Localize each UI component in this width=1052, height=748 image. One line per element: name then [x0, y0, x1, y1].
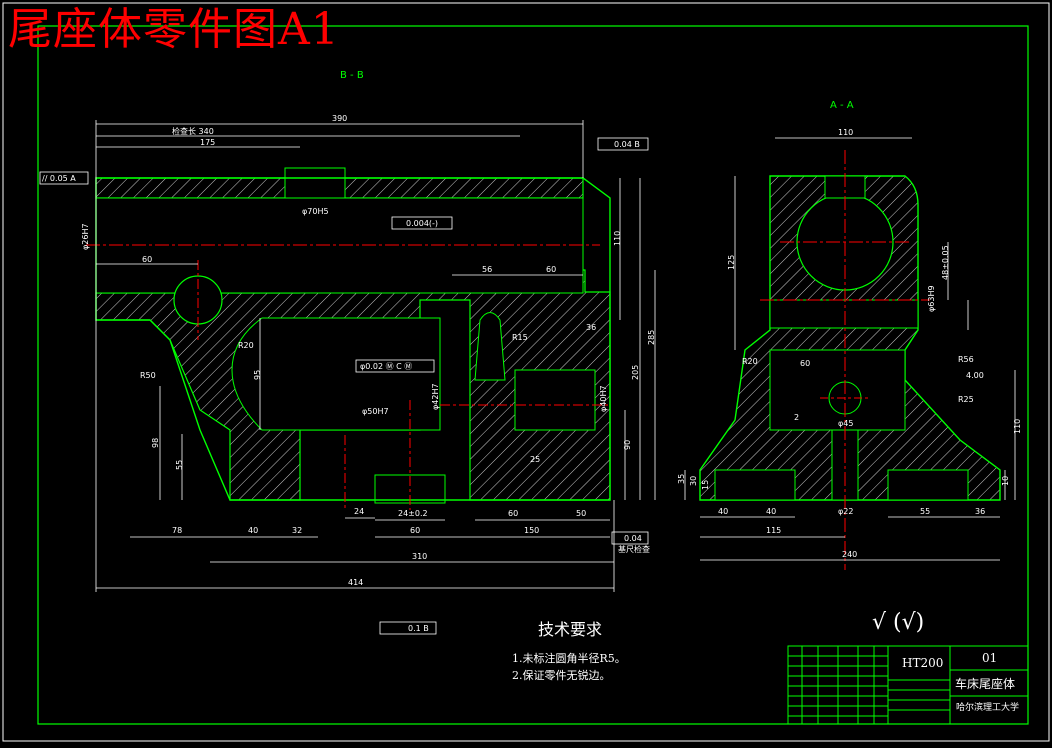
top-boss [284, 167, 346, 199]
title-block-number: 01 [982, 651, 998, 665]
aa-dim-36: 36 [975, 507, 985, 516]
requirement-item-1: 1.未标注圆角半径R5。 [512, 652, 626, 665]
roughness-note: √ (√) [872, 610, 925, 635]
dim-78: 78 [172, 526, 182, 535]
dim-50: 50 [576, 509, 586, 518]
datum-note: 基尺检查 [618, 544, 650, 554]
aa-dim-2: 2 [794, 413, 799, 422]
tol-perp: 0.004(-) [406, 219, 438, 228]
dim-98: 98 [151, 438, 160, 448]
aa-dim-15: 15 [701, 480, 710, 490]
aa-dim-240: 240 [842, 550, 857, 559]
tol-pos: φ0.02 Ⓜ C Ⓜ [360, 362, 412, 371]
aa-dim-125: 125 [727, 255, 736, 270]
dim-60: 60 [142, 255, 152, 264]
inner-frame [37, 25, 1029, 725]
aa-dim-40b: 40 [766, 507, 776, 516]
dim-25: 25 [530, 455, 540, 464]
tol-b: 0.1 B [408, 624, 429, 633]
title-block-part-name: 车床尾座体 [955, 677, 1016, 691]
dim-60c: 60 [410, 526, 420, 535]
dim-310: 310 [412, 552, 427, 561]
drawing-title: 尾座体零件图A1 [8, 4, 340, 55]
aa-dim-35: 35 [677, 474, 686, 484]
dimension-lines-bb [95, 120, 656, 592]
dim-285: 285 [647, 330, 656, 345]
dim-90: 90 [623, 440, 632, 450]
aa-dim-115: 115 [766, 526, 781, 535]
title-block [787, 645, 1029, 725]
aa-center-slot [769, 299, 919, 329]
aa-dim-phi63: φ63H9 [927, 285, 936, 312]
center-slot [474, 312, 506, 381]
aa-dim-r25: R25 [958, 395, 974, 404]
dim-110: 110 [613, 231, 622, 246]
aa-dim-400: 4.00 [966, 371, 984, 380]
dim-phi42: φ42H7 [431, 383, 440, 410]
view-label-aa: A - A [830, 100, 854, 111]
tol-flat: 0.04 B [614, 140, 640, 149]
aa-dim-55: 55 [920, 507, 930, 516]
dim-56: 56 [482, 265, 492, 274]
dim-24: 24 [354, 507, 364, 516]
dim-340: 检查长 340 [172, 126, 214, 136]
section-aa-view: 110 240 115 40 40 φ22 55 36 60 φ45 2 4.0… [677, 100, 1022, 570]
aa-dim-r56: R56 [958, 355, 974, 364]
aa-dim-110: 110 [838, 128, 853, 137]
aa-left-foot-slot [714, 469, 796, 501]
aa-dim-60: 60 [800, 359, 810, 368]
dim-60b: 60 [546, 265, 556, 274]
dim-r20: R20 [238, 341, 254, 350]
dim-phi40: φ40H7 [599, 385, 608, 412]
dim-205: 205 [631, 365, 640, 380]
title-block-school: 哈尔滨理工大学 [956, 703, 1020, 713]
aa-dim-110v: 110 [1013, 419, 1022, 434]
aa-dim-40a: 40 [718, 507, 728, 516]
aa-dim-phi45: φ45 [838, 419, 853, 428]
dim-r50: R50 [140, 371, 156, 380]
aa-dim-phi22: φ22 [838, 507, 853, 516]
dim-32: 32 [292, 526, 302, 535]
dim-phi70: φ70H5 [302, 207, 329, 216]
title-block-material: HT200 [902, 656, 944, 670]
dim-95: 95 [253, 370, 262, 380]
left-pocket [231, 317, 441, 431]
dimension-texts-bb: 390 检查长 340 175 60 56 60 414 310 78 40 3… [81, 114, 656, 587]
dim-phi26: φ26H7 [81, 223, 90, 250]
dim-414: 414 [348, 578, 363, 587]
aa-dim-10: 10 [1001, 476, 1010, 486]
aa-center-post [831, 429, 859, 501]
dim-175: 175 [200, 138, 215, 147]
dimension-texts-aa: 110 240 115 40 40 φ22 55 36 60 φ45 2 4.0… [677, 128, 1022, 559]
section-bb-outline [95, 177, 611, 501]
requirements-title: 技术要求 [538, 620, 603, 639]
dim-24tol: 24±0.2 [398, 509, 428, 518]
dim-60d: 60 [508, 509, 518, 518]
dim-40: 40 [248, 526, 258, 535]
tol-04b: 0.04 [624, 534, 642, 543]
dimension-lines-aa [684, 137, 1016, 561]
view-label-bb: B - B [340, 70, 364, 81]
dim-r15: R15 [512, 333, 528, 342]
dim-phi50: φ50H7 [362, 407, 389, 416]
aa-dim-30: 30 [689, 476, 698, 486]
tolerance-frames-bb: // 0.05 A 0.04 B 0.004(-) φ0.02 Ⓜ C Ⓜ 0.… [39, 137, 649, 635]
dim-55: 55 [175, 460, 184, 470]
right-pocket [514, 369, 596, 431]
requirement-item-2: 2.保证零件无锐边。 [512, 669, 611, 682]
dim-390: 390 [332, 114, 347, 123]
aa-dim-48tol: 48±0.05 [941, 245, 950, 280]
aa-dim-r20: R20 [742, 357, 758, 366]
dim-36: 36 [586, 323, 596, 332]
section-bb-view: 390 检查长 340 175 60 56 60 414 310 78 40 3… [39, 70, 656, 635]
tol-parallel: // 0.05 A [42, 174, 76, 183]
aa-right-foot-slot [887, 469, 969, 501]
dim-150: 150 [524, 526, 539, 535]
